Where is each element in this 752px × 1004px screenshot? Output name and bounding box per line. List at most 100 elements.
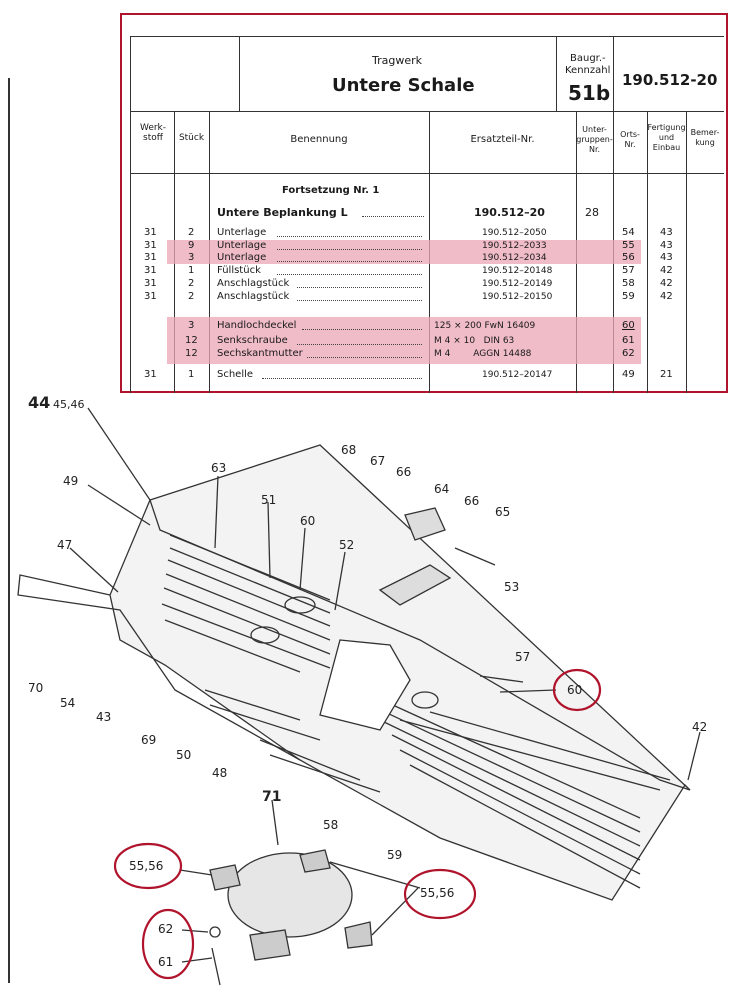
col-bemerkung: Bemer- kung: [690, 128, 720, 147]
cell-werkstoff: 31: [144, 227, 157, 238]
cell-fertigung: 42: [660, 291, 673, 302]
leader-dots: [262, 378, 422, 379]
cell-benennung: Füllstück: [217, 265, 261, 276]
callout-49: 49: [63, 474, 79, 488]
leader-dots: [302, 329, 422, 330]
cell-ersatzteil: 190.512–2034: [482, 253, 547, 263]
cell-werkstoff: 31: [144, 252, 157, 263]
cell-benennung: Schelle: [217, 369, 254, 380]
col-stueck: Stück: [178, 133, 205, 143]
cell-benennung: Anschlagstück: [217, 278, 290, 289]
rule: [130, 173, 724, 174]
leader-dots: [277, 274, 422, 275]
callout-45-46: 45,46: [53, 398, 85, 411]
baugruppe-label: Kennzahl: [565, 65, 611, 76]
callout-62: 62: [158, 922, 174, 936]
cell-ersatzteil: 190.512–20147: [482, 370, 553, 380]
callout-66: 66: [464, 494, 480, 508]
cell-fertigung: 42: [660, 265, 673, 276]
col-werkstoff: Werk- stoff: [139, 123, 167, 143]
cell-werkstoff: 31: [144, 291, 157, 302]
cell-orts: 61: [622, 335, 635, 346]
cell-benennung: Senkschraube: [217, 335, 288, 346]
leader-dots: [297, 287, 422, 288]
cell-benennung: Anschlagstück: [217, 291, 290, 302]
cell-fertigung: 43: [660, 227, 673, 238]
callout-60-circled: 60: [567, 683, 583, 697]
callout-63: 63: [211, 461, 227, 475]
cell-ersatzteil: 190.512–2050: [482, 228, 547, 238]
leader-dots: [277, 261, 422, 262]
cell-benennung: Unterlage: [217, 240, 267, 251]
leader-dots: [297, 344, 422, 345]
col-fertigung: Fertigung und Einbau: [647, 123, 686, 152]
col-orts: Orts- Nr.: [620, 130, 640, 149]
callout-58: 58: [323, 818, 339, 832]
callout-52: 52: [339, 538, 355, 552]
group-part: 190.512–20: [474, 206, 545, 219]
leader-dots: [362, 216, 424, 217]
cell-stueck: 12: [185, 335, 198, 346]
exploded-drawing: [17, 407, 701, 986]
callout-51: 51: [261, 493, 277, 507]
cell-orts: 59: [622, 291, 635, 302]
callout-65: 65: [495, 505, 511, 519]
baugruppe-value: 51b: [568, 81, 611, 105]
callout-60: 60: [300, 514, 316, 528]
col-benennung: Benennung: [290, 134, 348, 145]
cell-fertigung: 21: [660, 369, 673, 380]
cell-stueck: 12: [185, 348, 198, 359]
cell-benennung: Handlochdeckel: [217, 320, 297, 331]
cell-orts: 57: [622, 265, 635, 276]
callout-43: 43: [96, 710, 112, 724]
cell-stueck: 2: [188, 278, 195, 289]
margin-rule: [8, 78, 10, 983]
callout-59: 59: [387, 848, 403, 862]
callout-47: 47: [57, 538, 73, 552]
callout-53: 53: [504, 580, 520, 594]
callout-50: 50: [176, 748, 192, 762]
callout-48: 48: [212, 766, 228, 780]
rule: [130, 36, 724, 37]
callout-64: 64: [434, 482, 450, 496]
callout-44: 44: [28, 393, 51, 412]
cell-benennung: Unterlage: [217, 227, 267, 238]
cell-benennung: Unterlage: [217, 252, 267, 263]
rule: [686, 111, 687, 393]
rule: [130, 111, 724, 112]
leader-dots: [277, 249, 422, 250]
callout-42: 42: [692, 720, 708, 734]
cell-benennung: Sechskantmutter: [217, 348, 303, 359]
cell-fertigung: 42: [660, 278, 673, 289]
parts-table: Tragwerk Untere Schale Baugr.- Kennzahl …: [120, 13, 728, 393]
highlight-rows-60-62: [167, 317, 641, 364]
cell-ersatzteil: 190.512–20148: [482, 266, 553, 276]
cell-orts: 60: [622, 320, 635, 331]
cell-stueck: 2: [188, 227, 195, 238]
cell-ersatzteil: M 4 × 10 DIN 63: [434, 336, 515, 346]
cell-stueck: 1: [188, 265, 195, 276]
part-number: 190.512-20: [622, 71, 718, 89]
callout-70: 70: [28, 681, 44, 695]
callout-61: 61: [158, 955, 174, 969]
baugruppe-label: Baugr.-: [570, 53, 606, 64]
callout-71: 71: [262, 789, 282, 805]
cell-ersatzteil: 190.512–20150: [482, 292, 553, 302]
cell-orts: 58: [622, 278, 635, 289]
cell-werkstoff: 31: [144, 265, 157, 276]
callout-57: 57: [515, 650, 531, 664]
callout-69: 69: [141, 733, 157, 747]
callout-circles: [113, 668, 602, 980]
cell-ersatzteil: 190.512–20149: [482, 279, 553, 289]
cell-ersatzteil: M 4 AGGN 14488: [434, 349, 532, 359]
cell-werkstoff: 31: [144, 369, 157, 380]
callout-67: 67: [370, 454, 386, 468]
rule: [613, 36, 614, 111]
cell-orts: 56: [622, 252, 635, 263]
cell-fertigung: 43: [660, 252, 673, 263]
leader-dots: [277, 236, 422, 237]
cell-werkstoff: 31: [144, 278, 157, 289]
callout-54: 54: [60, 696, 76, 710]
rule: [130, 36, 131, 393]
continuation-label: Fortsetzung Nr. 1: [282, 185, 380, 196]
